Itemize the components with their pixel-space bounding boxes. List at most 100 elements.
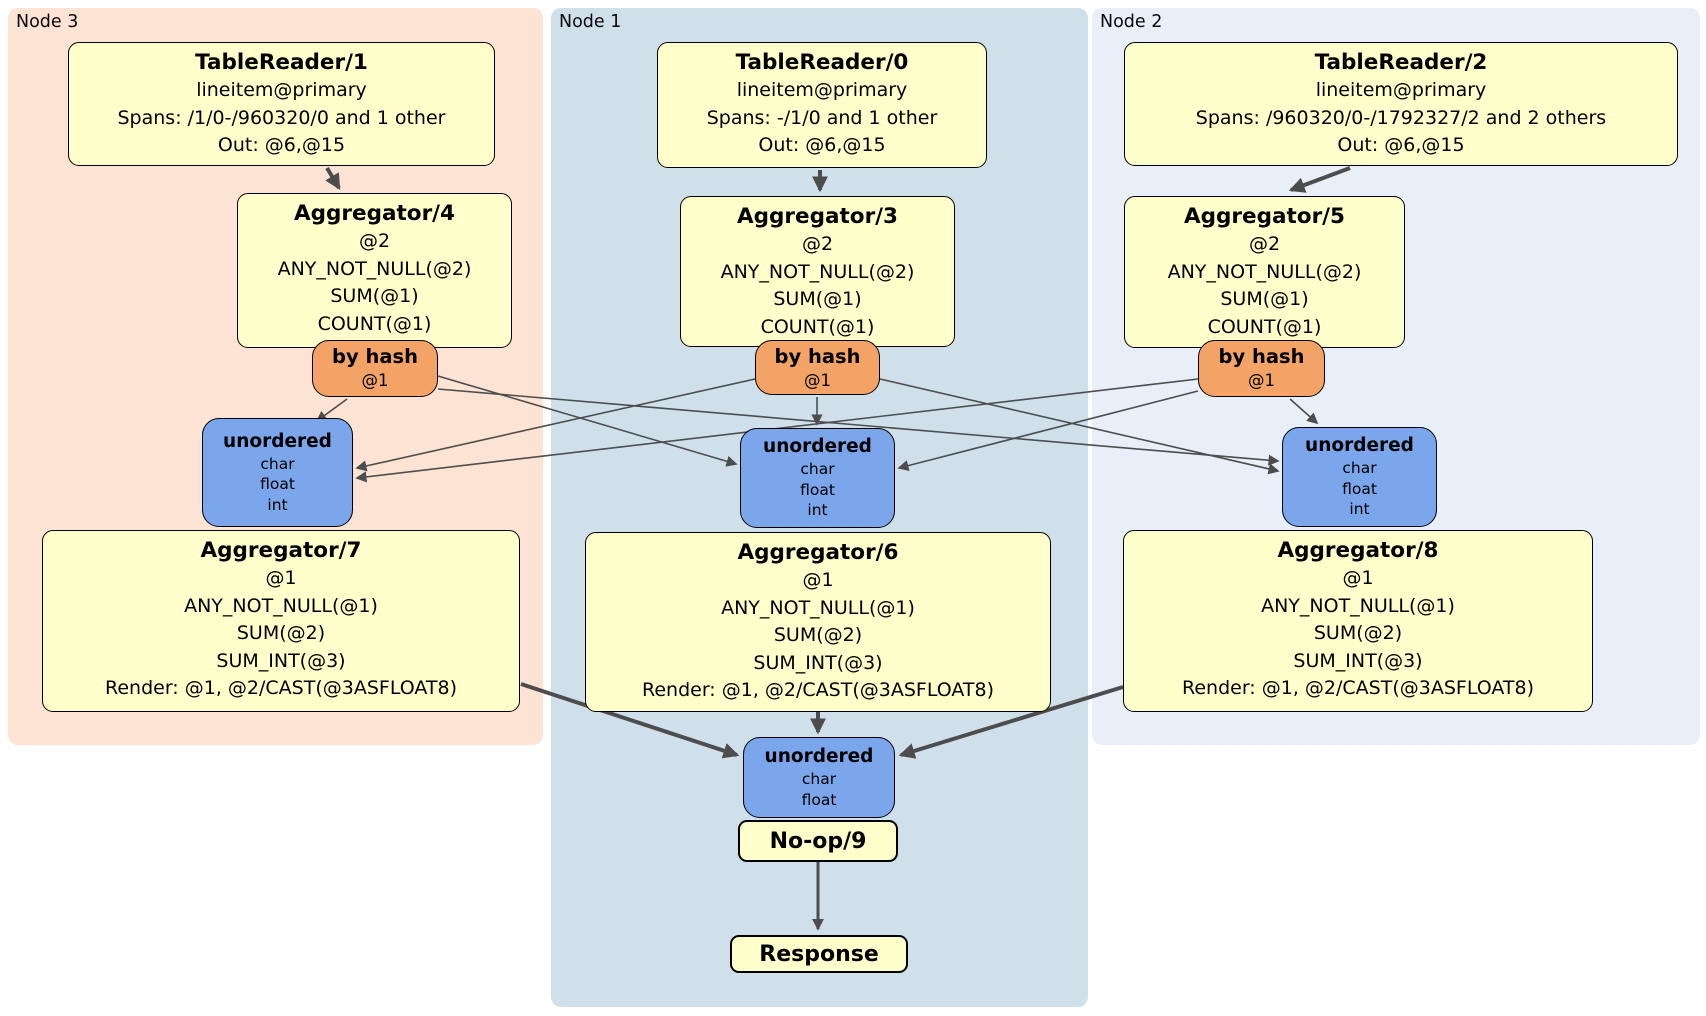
noop-9-title: No-op/9: [769, 828, 867, 854]
router-by-hash-left-box: by hash @1: [312, 340, 438, 397]
aggregator-6-line-3: SUM_INT(@3): [753, 651, 883, 674]
noop-9-box: No-op/9: [738, 820, 898, 862]
aggregator-4-title: Aggregator/4: [294, 201, 455, 226]
aggregator-3-line-0: @2: [801, 233, 834, 255]
aggregator-5-line-1: ANY_NOT_NULL(@2): [1167, 260, 1362, 283]
aggregator-8-line-2: SUM(@2): [1313, 622, 1403, 644]
tablereader-0-title: TableReader/0: [735, 50, 909, 75]
aggregator-8-title: Aggregator/8: [1277, 538, 1439, 563]
aggregator-6-line-1: ANY_NOT_NULL(@1): [721, 596, 915, 619]
sync-unordered-final-title: unordered: [764, 746, 874, 767]
router-by-hash-center-title: by hash: [774, 345, 861, 368]
sync-unordered-right-title: unordered: [1305, 435, 1414, 457]
tablereader-1-line-0: lineitem@primary: [196, 79, 367, 101]
response-box: Response: [730, 935, 908, 973]
response-title: Response: [759, 941, 879, 967]
tablereader-1-line-1: Spans: /1/0-/960320/0 and 1 other: [117, 106, 446, 129]
sync-unordered-left-title: unordered: [223, 430, 332, 452]
aggregator-3-line-2: SUM(@1): [773, 288, 862, 310]
aggregator-4-line-2: SUM(@1): [330, 285, 419, 307]
sync-unordered-final-box: unordered char float: [743, 737, 895, 818]
sync-unordered-final-line-1: float: [801, 790, 837, 809]
aggregator-5-title: Aggregator/5: [1184, 204, 1345, 229]
router-by-hash-center-box: by hash @1: [755, 340, 880, 395]
aggregator-8-line-0: @1: [1342, 567, 1374, 589]
aggregator-8-line-3: SUM_INT(@3): [1293, 649, 1423, 672]
aggregator-6-title: Aggregator/6: [737, 540, 899, 565]
aggregator-4-line-1: ANY_NOT_NULL(@2): [277, 257, 472, 280]
aggregator-7-line-2: SUM(@2): [236, 622, 326, 644]
aggregator-7-line-0: @1: [265, 567, 297, 589]
tablereader-2-line-2: Out: @6,@15: [1337, 134, 1465, 156]
region-label-node-2: Node 2: [1100, 12, 1163, 32]
aggregator-6-line-4: Render: @1, @2/CAST(@3ASFLOAT8): [642, 679, 994, 701]
aggregator-3-title: Aggregator/3: [737, 204, 898, 229]
aggregator-8-line-4: Render: @1, @2/CAST(@3ASFLOAT8): [1182, 677, 1534, 699]
sync-unordered-left-line-2: int: [267, 495, 288, 514]
sync-unordered-left-line-0: char: [260, 454, 295, 473]
sync-unordered-right-line-2: int: [1349, 500, 1370, 519]
tablereader-2-line-1: Spans: /960320/0-/1792327/2 and 2 others: [1195, 106, 1607, 129]
router-by-hash-center-line-0: @1: [804, 371, 831, 390]
sync-unordered-center-line-0: char: [800, 460, 835, 479]
router-by-hash-left-line-0: @1: [361, 371, 389, 390]
tablereader-0-line-2: Out: @6,@15: [758, 134, 886, 156]
edge-hashC-syncR: [879, 378, 1280, 475]
tablereader-0-line-1: Spans: -/1/0 and 1 other: [706, 106, 938, 129]
edge-hashL-syncC: [437, 375, 738, 467]
aggregator-7-line-1: ANY_NOT_NULL(@1): [184, 594, 378, 617]
sync-unordered-left-line-1: float: [260, 475, 295, 494]
sync-unordered-center-line-1: float: [800, 480, 835, 499]
sync-unordered-center-title: unordered: [763, 436, 872, 458]
sync-unordered-final-line-0: char: [801, 770, 837, 788]
aggregator-7-title: Aggregator/7: [200, 538, 362, 563]
edge-hashR-syncR: [1289, 398, 1319, 425]
edge-hashL-syncL: [315, 398, 348, 422]
aggregator-3-line-3: COUNT(@1): [760, 315, 875, 338]
aggregator-6-line-2: SUM(@2): [773, 624, 863, 646]
edge-agg8-syncFinal: [898, 685, 1124, 759]
region-label-node-1: Node 1: [559, 12, 622, 32]
aggregator-6-line-0: @1: [802, 569, 834, 591]
aggregator-3-line-1: ANY_NOT_NULL(@2): [720, 260, 915, 283]
tablereader-2-line-0: lineitem@primary: [1315, 79, 1487, 101]
aggregator-5-line-2: SUM(@1): [1220, 288, 1309, 310]
edge-tr2-agg5: [1288, 166, 1351, 193]
edge-hashL-syncR: [437, 388, 1280, 466]
edge-tr1-agg4: [325, 166, 341, 191]
router-by-hash-right-box: by hash @1: [1198, 340, 1325, 397]
edge-hashR-syncC: [897, 390, 1199, 472]
router-by-hash-left-title: by hash: [332, 345, 418, 368]
aggregator-8-line-1: ANY_NOT_NULL(@1): [1261, 594, 1455, 617]
aggregator-4-line-0: @2: [358, 230, 391, 252]
sync-unordered-right-line-1: float: [1342, 479, 1377, 498]
aggregator-7-line-4: Render: @1, @2/CAST(@3ASFLOAT8): [105, 677, 457, 699]
edge-hashC-syncL: [355, 378, 756, 472]
sync-unordered-right-line-0: char: [1342, 459, 1377, 478]
tablereader-1-line-2: Out: @6,@15: [217, 134, 346, 156]
tablereader-0-line-0: lineitem@primary: [736, 79, 908, 101]
aggregator-4-line-3: COUNT(@1): [317, 312, 432, 335]
router-by-hash-right-title: by hash: [1218, 345, 1305, 368]
region-label-node-3: Node 3: [16, 12, 79, 32]
aggregator-5-line-0: @2: [1248, 233, 1281, 255]
router-by-hash-right-line-0: @1: [1248, 371, 1275, 390]
aggregator-5-line-3: COUNT(@1): [1207, 315, 1322, 338]
aggregator-7-line-3: SUM_INT(@3): [216, 649, 346, 672]
tablereader-2-title: TableReader/2: [1314, 50, 1488, 75]
edge-agg7-syncFinal: [520, 682, 740, 759]
sync-unordered-center-line-2: int: [807, 501, 828, 520]
